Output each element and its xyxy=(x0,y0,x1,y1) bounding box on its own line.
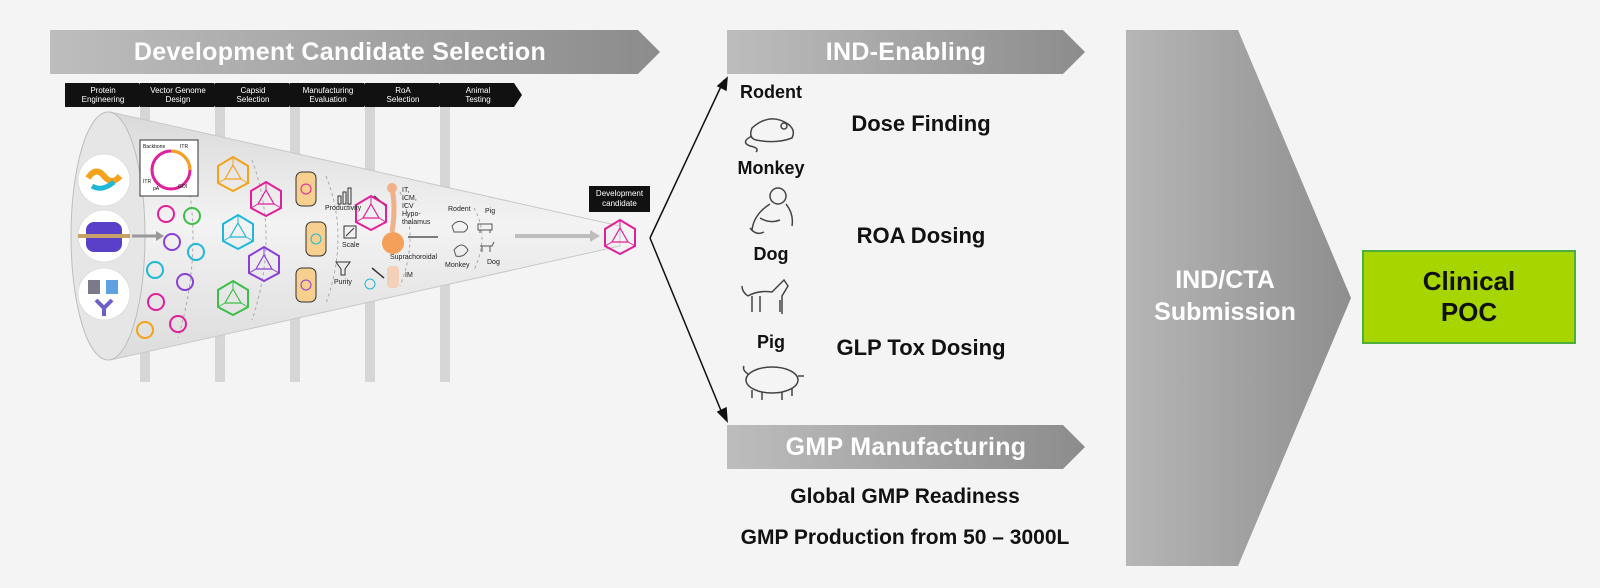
plasmid-ring xyxy=(187,243,205,261)
stage-divider xyxy=(473,207,483,271)
roa-label-line: ICV xyxy=(402,203,414,210)
plasmid-ring xyxy=(157,205,175,223)
step-label-line1: Protein xyxy=(90,86,116,95)
gmp-production-text: GMP Production from 50 – 3000L xyxy=(740,526,1070,549)
plasmid-ring xyxy=(163,233,181,251)
purity-label: Purity xyxy=(334,279,352,286)
svg-text:ITR: ITR xyxy=(143,179,151,185)
monkey-label: Monkey xyxy=(737,158,805,178)
dose-finding-label: Dose Finding xyxy=(851,111,991,136)
plasmid-ring xyxy=(176,273,194,291)
plasmid-ring xyxy=(147,293,165,311)
step-label-line2: Testing xyxy=(465,95,491,104)
bioreactor-icon xyxy=(295,171,317,207)
submission-line2: Submission xyxy=(1154,298,1296,326)
roa-label-line: IT, xyxy=(402,187,410,194)
submission-line1: IND/CTA xyxy=(1175,266,1275,294)
step-label-line1: Animal xyxy=(465,86,491,95)
plasmid-ring xyxy=(169,315,187,333)
stage-divider xyxy=(325,175,339,304)
dog-small-label: Dog xyxy=(487,259,500,266)
roa-label-line: Hypo- xyxy=(402,211,421,218)
rodent-icon xyxy=(744,118,795,153)
pig-small-icon xyxy=(477,223,493,233)
roa-label-line: ICM, xyxy=(402,195,417,202)
dog-label: Dog xyxy=(753,244,789,264)
bioreactor-icon xyxy=(305,221,327,257)
dev-candidate-line2: candidate xyxy=(602,199,637,208)
dog-icon xyxy=(741,278,789,314)
pig-small-label: Pig xyxy=(485,208,496,215)
gmp-manufacturing-banner: GMP Manufacturing xyxy=(727,425,1085,469)
global-gmp-readiness-text: Global GMP Readiness xyxy=(790,485,1020,508)
muscle-icon xyxy=(371,266,399,288)
plasmid-ring xyxy=(183,207,201,225)
development-candidate-selection-title: Development Candidate Selection xyxy=(133,37,547,66)
rodent-small-label: Rodent xyxy=(448,206,471,213)
development-candidate-selection-banner: Development Candidate Selection xyxy=(50,30,660,74)
ind-cta-submission-label: IND/CTA Submission xyxy=(1126,264,1324,328)
step-label-line1: Manufacturing xyxy=(302,86,354,95)
clinical-poc-line2: POC xyxy=(1440,297,1498,327)
clinical-poc-line1: Clinical xyxy=(1422,266,1516,296)
monkey-icon xyxy=(749,187,794,235)
plasmid-map xyxy=(139,139,199,197)
pig-label: Pig xyxy=(756,332,785,352)
step-label-line2: Design xyxy=(165,95,191,104)
rodent-small-icon xyxy=(451,220,469,233)
step-label-line1: RoA xyxy=(395,86,411,95)
step-label-line2: Evaluation xyxy=(309,95,347,104)
gmp-manufacturing-title: GMP Manufacturing xyxy=(785,432,1027,461)
step-label-line2: Selection xyxy=(236,95,270,104)
monkey-small-icon xyxy=(453,244,469,257)
step-label-line2: Selection xyxy=(386,95,420,104)
pig-icon xyxy=(742,365,804,400)
step-label-line2: Engineering xyxy=(81,95,125,104)
svg-text:GOI: GOI xyxy=(178,184,187,190)
scale-label: Scale xyxy=(342,242,360,249)
stage-divider xyxy=(177,141,194,339)
branch-arrows xyxy=(649,76,728,423)
productivity-icon xyxy=(337,187,352,205)
stage-divider xyxy=(251,159,267,321)
ind-enabling-banner: IND-Enabling xyxy=(727,30,1085,74)
ind-enabling-title: IND-Enabling xyxy=(825,37,987,66)
productivity-label: Productivity xyxy=(325,205,362,212)
bioreactor-icon xyxy=(295,267,317,303)
capsid-icon xyxy=(364,278,376,290)
roa-dosing-label: ROA Dosing xyxy=(856,223,986,248)
plasmid-ring xyxy=(136,321,154,339)
plasmid-ring xyxy=(146,261,164,279)
roa-label-line: thalamus xyxy=(402,219,431,226)
glp-tox-dosing-label: GLP Tox Dosing xyxy=(836,335,1006,360)
monkey-small-label: Monkey xyxy=(445,262,470,269)
svg-text:pA: pA xyxy=(153,186,160,192)
suprachoroidal-label: Suprachoroidal xyxy=(390,254,438,261)
rodent-label: Rodent xyxy=(740,82,802,102)
svg-text:Backbone: Backbone xyxy=(143,144,165,150)
step-label-line1: Capsid xyxy=(240,86,266,95)
cns-routes-label: IT, ICM, ICV Hypo- thalamus xyxy=(402,187,430,227)
svg-text:ITR: ITR xyxy=(180,144,188,150)
step-label-line1: Vector Genome xyxy=(150,86,206,95)
purity-funnel-icon xyxy=(335,261,351,276)
eye-icon xyxy=(382,232,438,254)
im-label: IM xyxy=(405,272,413,279)
dev-candidate-line1: Development xyxy=(595,189,644,198)
dog-small-icon xyxy=(480,241,495,252)
stage-divider xyxy=(399,191,411,287)
scale-icon xyxy=(343,225,357,239)
